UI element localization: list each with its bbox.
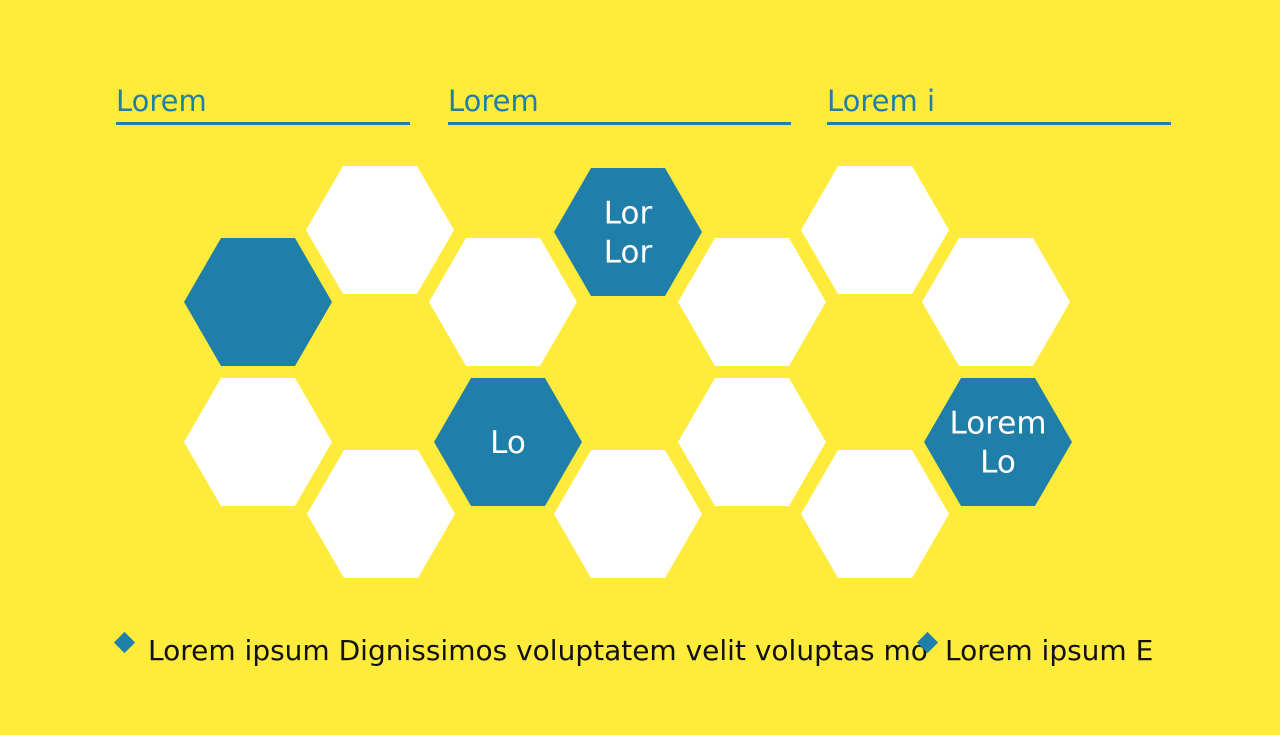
hexagon-14-label: Lo [980,445,1016,481]
hexagon-13 [922,238,1070,366]
hexagon-14 [924,378,1072,506]
hexagon-4 [307,450,455,578]
hexagon-14-label: Lorem [949,406,1046,442]
hexagon-10 [678,378,826,506]
hexagon-6-label: Lor [604,196,653,232]
hexagon-6 [554,168,702,296]
hexagon-7 [434,378,582,506]
hexagon-6-label: Lor [604,235,653,271]
hexagon-8 [554,450,702,578]
hexagon-5 [429,238,577,366]
heading-3: Lorem i [827,84,1171,125]
hexagon-11 [801,166,949,294]
bullet-text-1: Lorem ipsum Dignissimos voluptatem velit… [148,634,928,667]
heading-1: Lorem [116,84,410,125]
hexagon-3 [184,378,332,506]
hexagon-7-label: Lo [490,425,526,461]
hexagon-1 [184,238,332,366]
hexagon-2 [306,166,454,294]
heading-2: Lorem [448,84,791,125]
hexagon-9 [678,238,826,366]
bullet-text-2: Lorem ipsum E [945,634,1154,667]
hexagon-12 [801,450,949,578]
